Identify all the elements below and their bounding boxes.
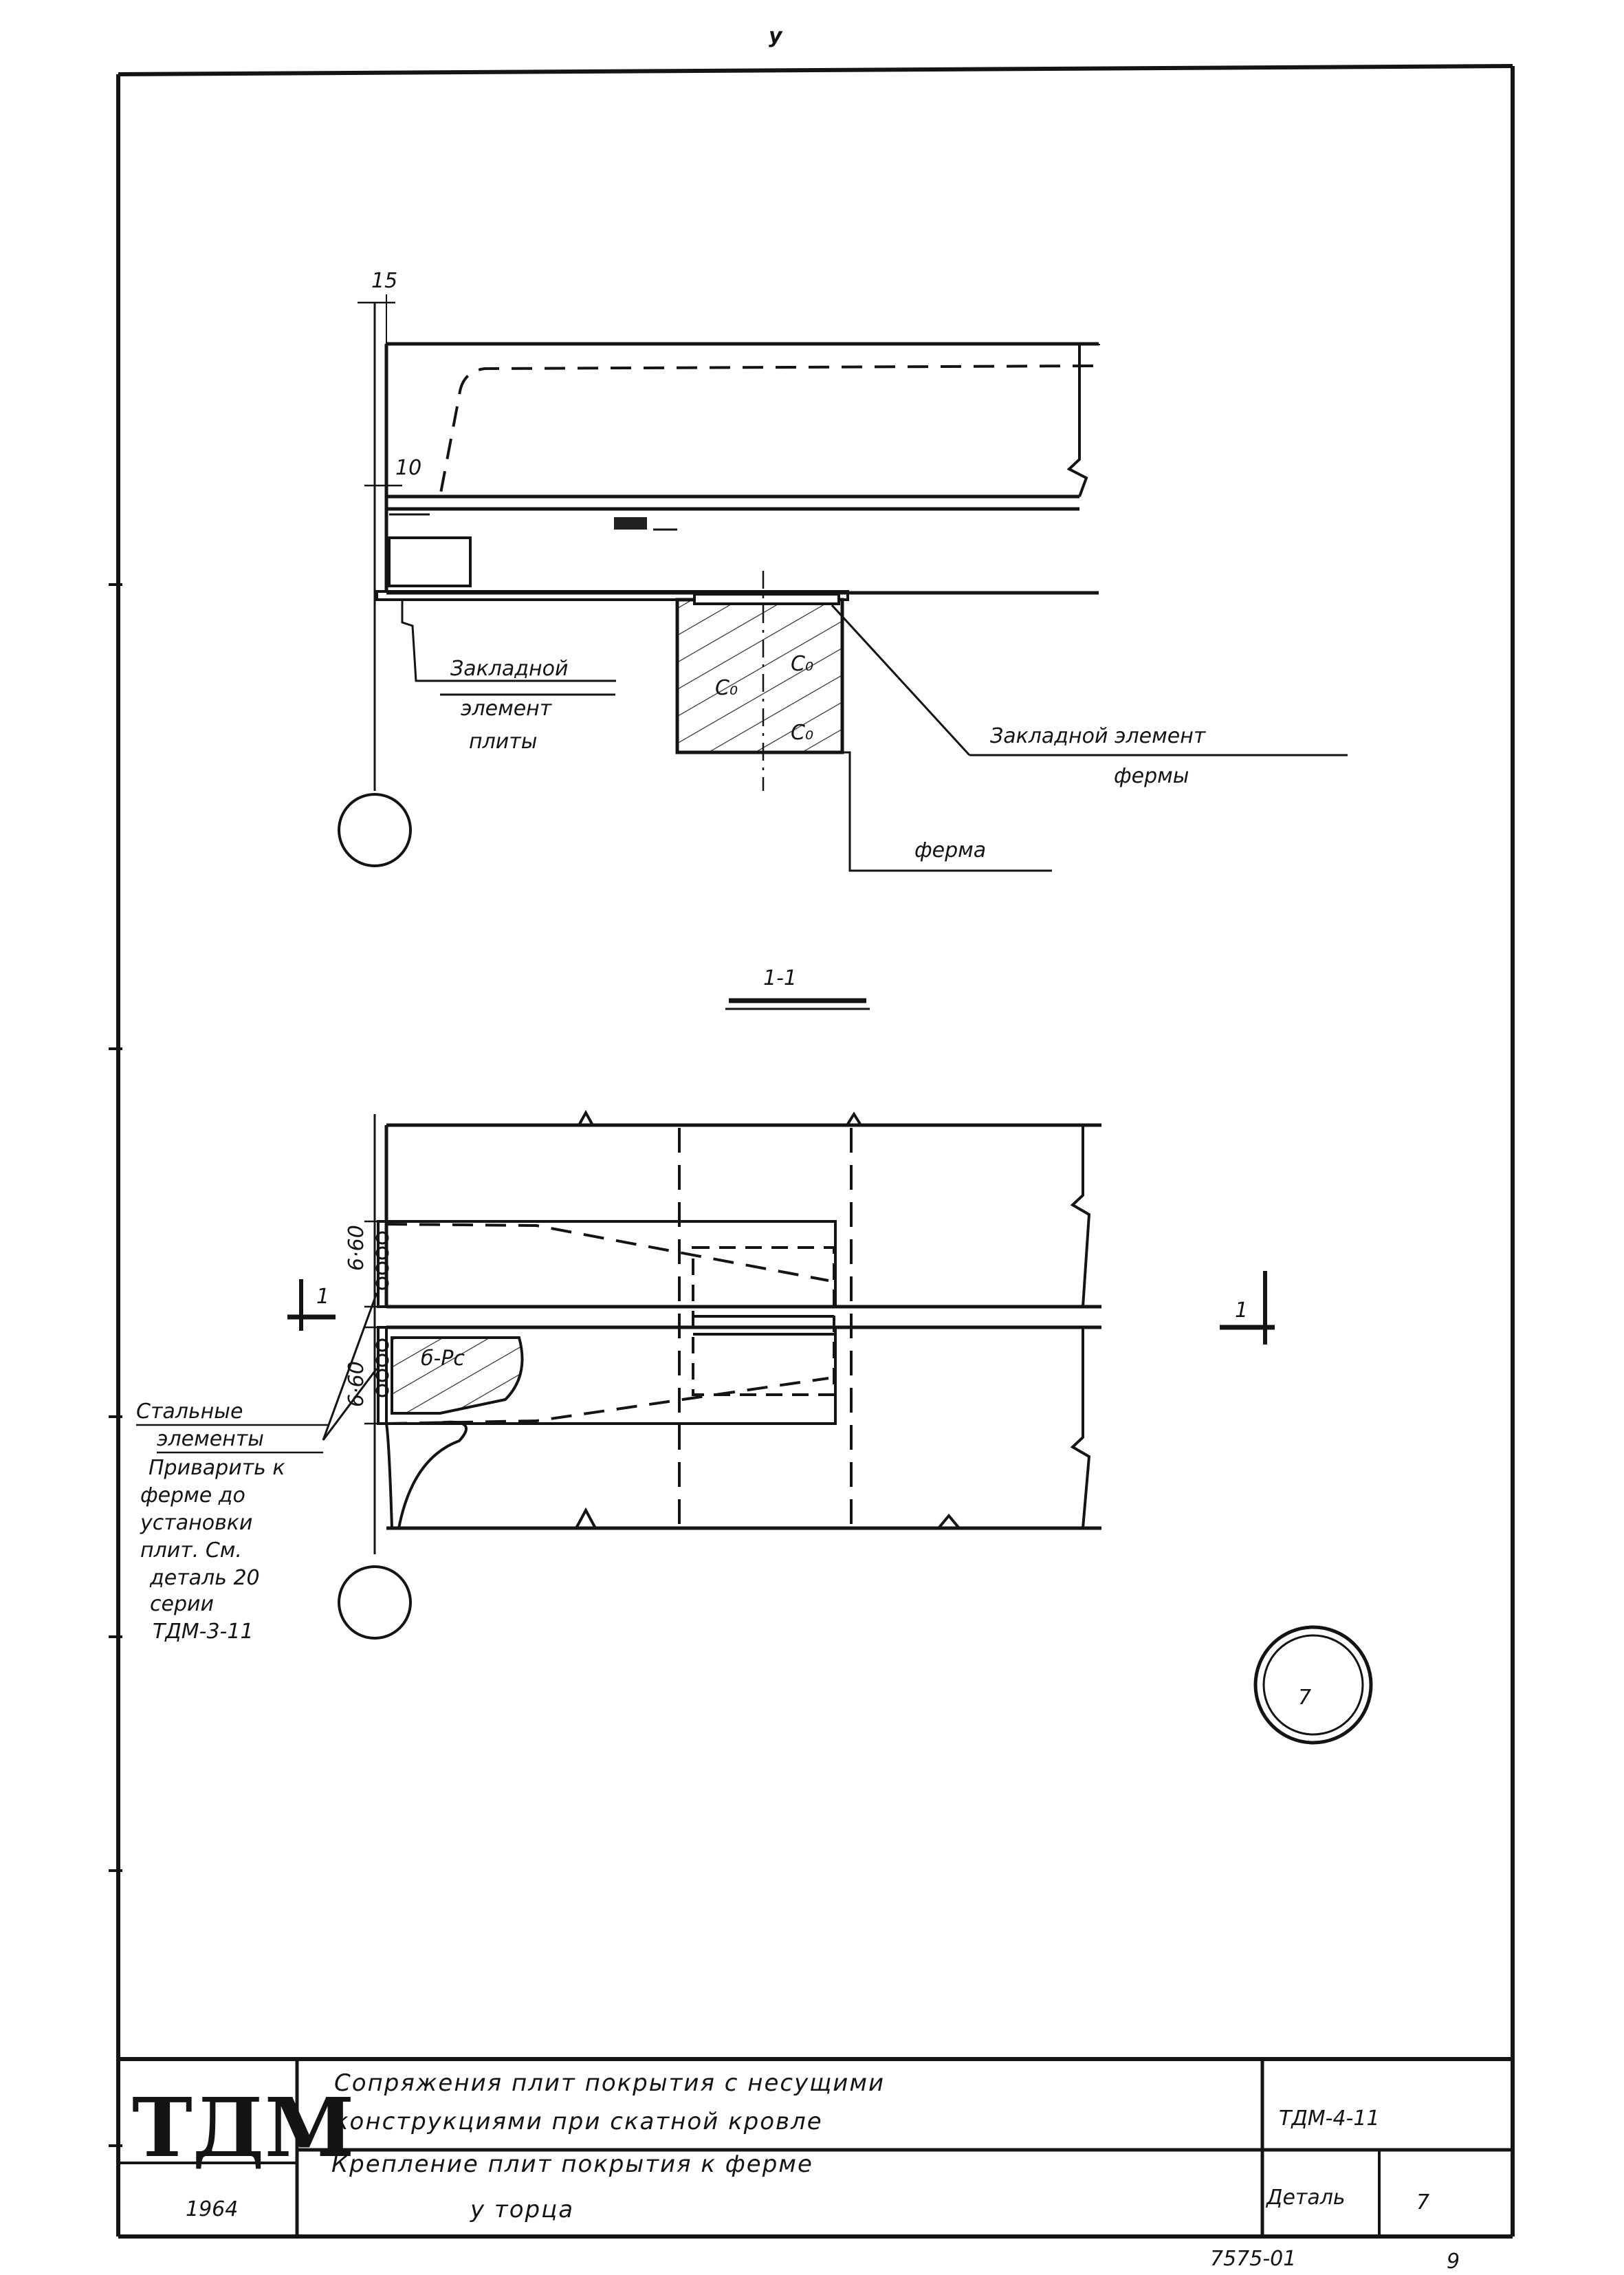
series-code: ТДМ-4-11 bbox=[1279, 2107, 1380, 2131]
truss-embed-label: Закладной элемент фермы bbox=[990, 724, 1207, 788]
axis-bubble-top bbox=[338, 793, 412, 867]
detail-number: 7 bbox=[1416, 2190, 1429, 2214]
svg-text:элемент: элемент bbox=[461, 697, 553, 721]
detail-label: Деталь bbox=[1265, 2186, 1346, 2210]
cut-mark-right bbox=[1220, 1271, 1275, 1345]
steel-element-upper bbox=[377, 1220, 837, 1308]
cut-mark-right-label: 1 bbox=[1235, 1298, 1248, 1322]
page-number: 9 bbox=[1447, 2250, 1460, 2274]
top-view-detail bbox=[358, 294, 1100, 791]
subtitle-line-1: Крепление плит покрытия к ферме bbox=[331, 2151, 813, 2178]
title-line-1: Сопряжения плит покрытия с несущими bbox=[334, 2069, 885, 2097]
dimension-15-label: 15 bbox=[371, 269, 397, 293]
dimension-lower: 6·60 bbox=[344, 1361, 369, 1407]
svg-text:С₀: С₀ bbox=[715, 676, 738, 700]
top-mark: у bbox=[769, 24, 783, 48]
title-year: 1964 bbox=[186, 2197, 238, 2221]
dimension-upper: 6·60 bbox=[344, 1225, 369, 1271]
detail-callout bbox=[1253, 1625, 1373, 1745]
plate-embed-strip bbox=[375, 590, 849, 601]
dimension-10-label: 10 bbox=[395, 456, 421, 480]
cut-mark-left bbox=[287, 1279, 336, 1331]
title-line-2: конструкциями при скатной кровле bbox=[334, 2108, 823, 2135]
title-block bbox=[118, 2057, 1513, 2236]
svg-text:Закладной: Закладной bbox=[450, 657, 569, 681]
svg-text:плиты: плиты bbox=[469, 730, 537, 754]
truss-embed-plate bbox=[693, 593, 840, 605]
reinforcement-dashed bbox=[439, 364, 1094, 497]
svg-text:деталь 20: деталь 20 bbox=[149, 1566, 260, 1590]
axis-bubble-bottom bbox=[338, 1565, 412, 1640]
smudge-mark bbox=[614, 517, 647, 530]
steel-elements-note: Стальные элементы Приварить к ферме до у… bbox=[136, 1400, 285, 1644]
section-label: 1-1 bbox=[763, 966, 797, 990]
svg-text:ТДМ-3-11: ТДМ-3-11 bbox=[153, 1620, 254, 1644]
detail-callout-number: 7 bbox=[1298, 1686, 1311, 1710]
svg-text:Приварить к: Приварить к bbox=[149, 1456, 285, 1480]
svg-text:установки: установки bbox=[140, 1511, 252, 1535]
svg-text:серии: серии bbox=[150, 1592, 214, 1616]
svg-text:элементы: элементы bbox=[157, 1427, 264, 1451]
section-view-detail bbox=[322, 1109, 1101, 1554]
truss-section: С₀ С₀ С₀ bbox=[675, 571, 1348, 872]
subtitle-line-2: у торца bbox=[470, 2196, 574, 2223]
svg-text:Стальные: Стальные bbox=[136, 1400, 243, 1424]
break-line bbox=[1066, 344, 1088, 497]
truss-label: ферма bbox=[914, 838, 986, 862]
svg-text:плит. См.: плит. См. bbox=[140, 1538, 242, 1563]
hatch-label: б-Рс bbox=[421, 1347, 465, 1371]
organization-logo: ТДМ bbox=[132, 2080, 354, 2175]
hatched-truss-top bbox=[391, 1336, 524, 1415]
svg-text:Закладной элемент: Закладной элемент bbox=[990, 724, 1207, 748]
archive-number: 7575-01 bbox=[1210, 2247, 1296, 2271]
plate-embed-block bbox=[388, 536, 472, 587]
svg-text:С₀: С₀ bbox=[791, 721, 813, 745]
svg-text:фермы: фермы bbox=[1114, 764, 1189, 788]
plate-embed-label: Закладной элемент плиты bbox=[450, 657, 569, 754]
svg-text:С₀: С₀ bbox=[791, 652, 813, 676]
steel-element-lower bbox=[377, 1326, 837, 1425]
sheet-frame bbox=[109, 64, 1515, 2239]
cut-mark-left-label: 1 bbox=[316, 1285, 329, 1309]
svg-text:ферме до: ферме до bbox=[140, 1483, 245, 1507]
